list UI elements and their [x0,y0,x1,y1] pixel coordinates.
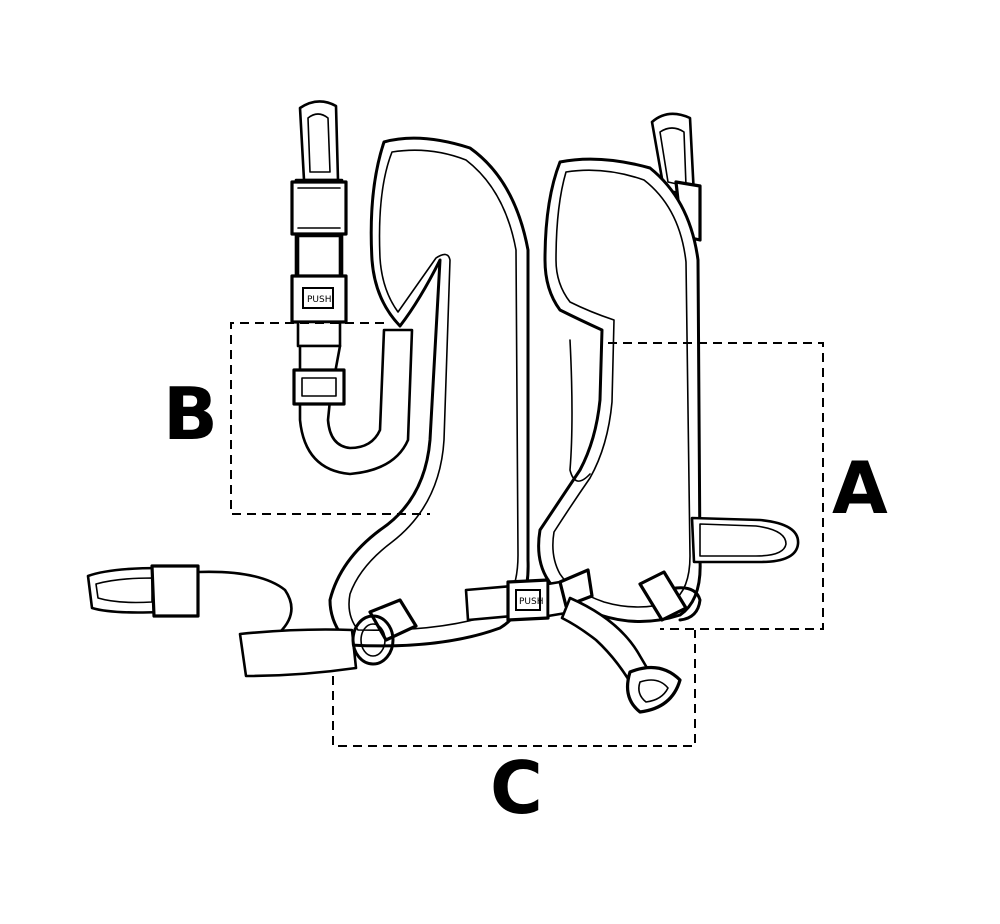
right-shoulder-pad [537,157,702,623]
right-upper-strap [650,112,702,242]
left-shoulder-pad [328,136,530,648]
chest-strap: PUSH [464,568,594,622]
dimension-label-c: C [490,746,543,830]
left-waist-belt [86,564,418,678]
dimension-label-b: B [163,372,218,456]
dimension-label-a: A [832,446,888,530]
dimension-b [230,322,430,515]
dimension-a [608,342,824,630]
buckle-push-text-left: PUSH [307,295,332,305]
buckle-push-text-chest: PUSH [519,597,544,607]
right-waist-belt [560,516,800,714]
left-upper-strap: PUSH [290,100,414,476]
dimension-c [332,630,696,747]
